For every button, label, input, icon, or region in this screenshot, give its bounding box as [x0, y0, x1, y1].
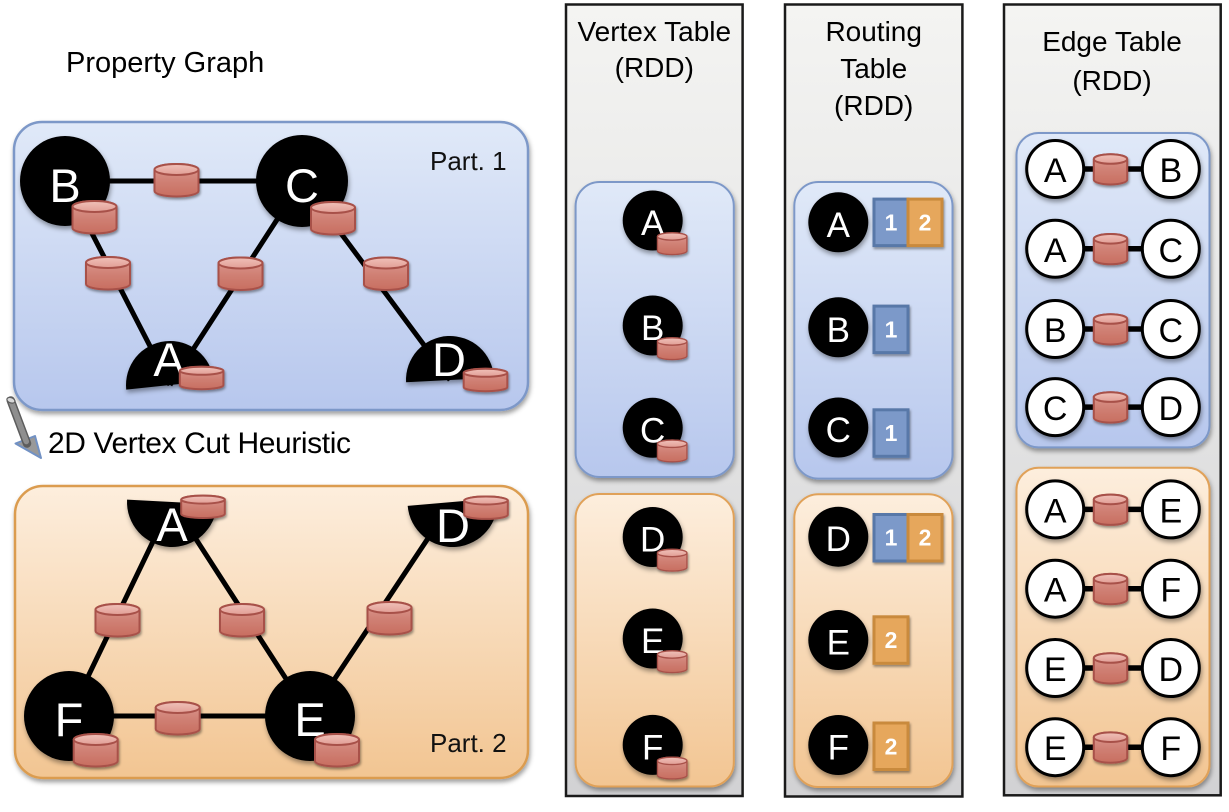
- svg-text:Part. 2: Part. 2: [430, 728, 507, 758]
- svg-text:(RDD): (RDD): [615, 52, 694, 83]
- svg-text:1: 1: [885, 420, 898, 446]
- svg-text:E: E: [1044, 730, 1067, 768]
- svg-text:1: 1: [885, 316, 898, 342]
- svg-text:2: 2: [885, 733, 898, 759]
- svg-text:C: C: [1159, 232, 1184, 270]
- svg-text:Table: Table: [840, 53, 907, 84]
- svg-text:B: B: [827, 311, 850, 350]
- svg-text:D: D: [432, 333, 466, 386]
- svg-text:A: A: [1044, 492, 1067, 530]
- svg-text:1: 1: [885, 525, 898, 551]
- svg-text:Property Graph: Property Graph: [66, 47, 264, 79]
- svg-text:B: B: [1044, 312, 1067, 350]
- svg-text:C: C: [285, 159, 319, 212]
- svg-text:2D Vertex Cut Heuristic: 2D Vertex Cut Heuristic: [48, 427, 351, 460]
- svg-text:F: F: [828, 729, 849, 768]
- svg-text:F: F: [1160, 730, 1181, 768]
- svg-text:(RDD): (RDD): [834, 90, 913, 121]
- svg-text:F: F: [1160, 572, 1181, 610]
- svg-text:E: E: [827, 624, 850, 663]
- svg-text:2: 2: [919, 209, 932, 235]
- svg-text:B: B: [641, 309, 664, 348]
- svg-text:F: F: [642, 728, 663, 767]
- svg-text:D: D: [1159, 390, 1184, 428]
- svg-text:Vertex Table: Vertex Table: [578, 16, 732, 47]
- svg-text:E: E: [1159, 492, 1182, 530]
- svg-text:A: A: [1044, 152, 1067, 190]
- svg-text:D: D: [1159, 651, 1184, 689]
- svg-text:C: C: [826, 411, 851, 450]
- svg-text:Part. 1: Part. 1: [430, 146, 507, 176]
- svg-text:2: 2: [885, 627, 898, 653]
- svg-text:E: E: [641, 622, 664, 661]
- svg-text:A: A: [1044, 232, 1067, 270]
- svg-text:Routing: Routing: [825, 16, 922, 47]
- svg-text:C: C: [1043, 390, 1068, 428]
- svg-text:C: C: [1159, 312, 1184, 350]
- svg-text:(RDD): (RDD): [1072, 65, 1151, 96]
- svg-text:B: B: [1159, 152, 1182, 190]
- svg-text:A: A: [827, 206, 851, 245]
- svg-text:E: E: [1044, 651, 1067, 689]
- svg-text:2: 2: [919, 525, 932, 551]
- svg-text:A: A: [1044, 572, 1067, 610]
- svg-text:1: 1: [885, 209, 898, 235]
- svg-text:Edge Table: Edge Table: [1042, 26, 1182, 57]
- svg-text:D: D: [826, 520, 851, 559]
